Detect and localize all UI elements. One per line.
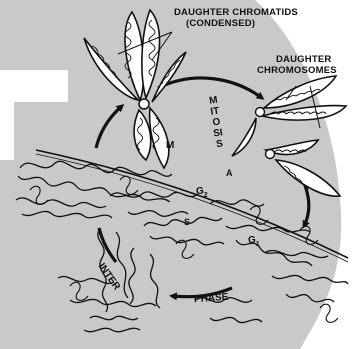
label-g1: G1 <box>248 236 260 250</box>
centromere-anaphase-1 <box>256 108 265 117</box>
label-g2: G2 <box>196 187 208 201</box>
label-condensed: (CONDENSED) <box>186 19 255 29</box>
centromere-metaphase <box>139 99 149 109</box>
label-daughter-chromatids: DAUGHTER CHROMATIDS <box>174 8 298 18</box>
label-g2-subscript: 2 <box>204 192 208 199</box>
label-chromosomes: CHROMOSOMES <box>257 66 337 76</box>
label-a-phase: A <box>226 168 233 178</box>
label-g2-letter: G <box>196 186 204 197</box>
label-g1-letter: G <box>248 235 256 246</box>
label-m-phase: M <box>166 141 174 151</box>
centromere-anaphase-2 <box>266 150 275 159</box>
label-daughter: DAUGHTER <box>276 55 331 65</box>
label-s-phase: S <box>184 217 190 227</box>
white-notch <box>0 70 68 102</box>
label-g1-subscript: 1 <box>256 241 260 248</box>
white-notch-left <box>0 100 14 160</box>
